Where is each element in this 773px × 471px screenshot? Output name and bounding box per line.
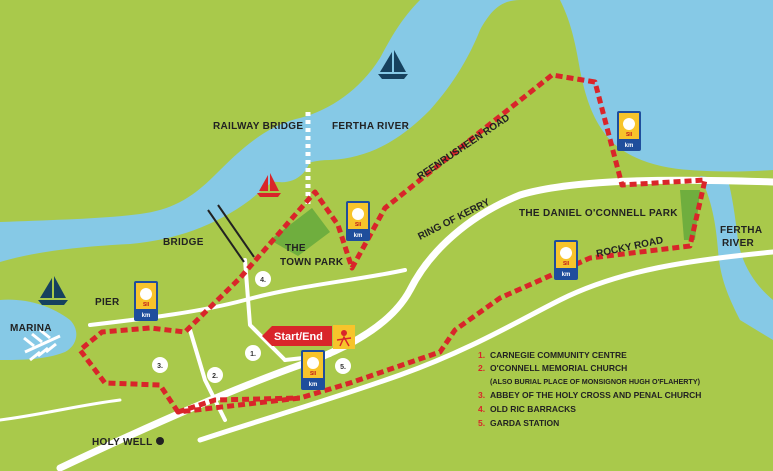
label-daniel-oconnell-park: THE DANIEL O'CONNELL PARK [519,208,678,219]
legend: 1. CARNEGIE COMMUNITY CENTRE 2. O'CONNEL… [478,350,701,428]
km-marker-icon: SII km [301,350,325,390]
svg-text:OLD RIC BARRACKS: OLD RIC BARRACKS [490,404,576,414]
svg-text:1.: 1. [250,351,256,358]
route-line [77,72,708,415]
svg-text:3.: 3. [157,363,163,370]
label-town-park-2: TOWN PARK [280,257,344,268]
svg-text:km: km [309,382,318,388]
km-marker-icon: SII km [134,281,158,321]
poi-marker-5: 5. [335,358,351,374]
km-marker-icon: SII km [617,111,641,151]
river-channel [215,150,312,196]
sailboat-icon [38,276,68,305]
label-marina: MARINA [10,323,52,334]
km-marker-icon: SII km [346,201,370,241]
label-fertha-river-right-2: RIVER [722,238,755,249]
svg-text:km: km [625,143,634,149]
town-park [270,208,330,256]
label-holy-well: HOLY WELL [92,437,152,448]
svg-text:1.: 1. [478,350,485,360]
svg-text:4.: 4. [478,404,485,414]
svg-text:3.: 3. [478,390,485,400]
svg-text:O'CONNELL MEMORIAL CHURCH: O'CONNELL MEMORIAL CHURCH [490,363,627,373]
svg-text:5.: 5. [478,418,485,428]
svg-text:ABBEY OF THE HOLY CROSS AND PE: ABBEY OF THE HOLY CROSS AND PENAL CHURCH [490,390,701,400]
svg-text:SII: SII [143,302,150,308]
poi-marker-3: 3. [152,357,168,373]
label-town-park-1: THE [285,243,306,254]
marina-water [0,299,77,360]
poi-marker-4: 4. [255,271,271,287]
svg-text:4.: 4. [260,277,266,284]
poi-marker-2: 2. [207,367,223,383]
svg-text:km: km [562,272,571,278]
svg-text:SII: SII [310,371,317,377]
sailboat-icon [378,50,408,79]
marina-pontoons [23,328,61,362]
svg-text:SII: SII [563,261,570,267]
dot-icon [156,437,164,445]
svg-text:km: km [354,233,363,239]
bay-water [560,0,773,172]
label-pier: PIER [95,297,120,308]
svg-text:2.: 2. [212,373,218,380]
start-end-flag: Start/End [262,325,355,349]
road-bridge [207,204,255,263]
label-bridge: BRIDGE [163,237,204,248]
label-fertha-river-top: FERTHA RIVER [332,121,410,132]
svg-text:Start/End: Start/End [274,331,323,343]
label-railway-bridge: RAILWAY BRIDGE [213,121,303,132]
sailboat-icon [257,173,281,197]
km-marker-icon: SII km [554,240,578,280]
svg-text:2.: 2. [478,363,485,373]
svg-text:5.: 5. [340,364,346,371]
svg-text:km: km [142,313,151,319]
svg-text:CARNEGIE COMMUNITY CENTRE: CARNEGIE COMMUNITY CENTRE [490,350,627,360]
route-connector [177,395,301,415]
svg-text:SII: SII [626,132,633,138]
label-fertha-river-right-1: FERTHA [720,225,762,236]
svg-text:SII: SII [355,222,362,228]
poi-marker-1: 1. [245,345,261,361]
svg-text:GARDA STATION: GARDA STATION [490,418,559,428]
svg-text:(ALSO BURIAL PLACE OF MONSIGNO: (ALSO BURIAL PLACE OF MONSIGNOR HUGH O'F… [490,377,701,386]
